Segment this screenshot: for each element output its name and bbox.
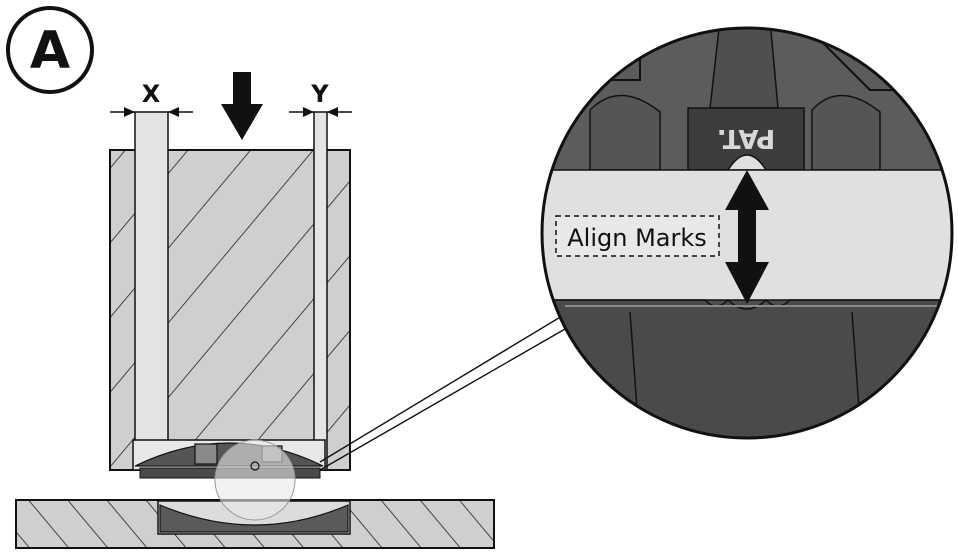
zoom-detail: PAT. Align Marks <box>540 26 954 440</box>
align-double-arrow <box>725 170 769 304</box>
align-marks-label: Align Marks <box>567 224 707 252</box>
pat-stamp: PAT. <box>717 123 775 153</box>
slot-y <box>313 111 328 471</box>
zoom-source-marker <box>250 461 260 471</box>
panel-label: A <box>6 6 94 94</box>
connector-clip <box>132 439 326 521</box>
dimension-y: Y <box>289 80 352 117</box>
zoom-leader-lines <box>319 309 573 471</box>
panel-label-text: A <box>30 21 70 81</box>
dimension-x-label: X <box>142 80 161 108</box>
align-marks-callout: Align Marks <box>555 215 720 257</box>
slot-x <box>134 111 169 471</box>
press-down-arrow <box>221 72 263 140</box>
dimension-x: X <box>110 80 193 117</box>
dimension-y-label: Y <box>310 80 329 108</box>
base-recess <box>157 500 351 535</box>
